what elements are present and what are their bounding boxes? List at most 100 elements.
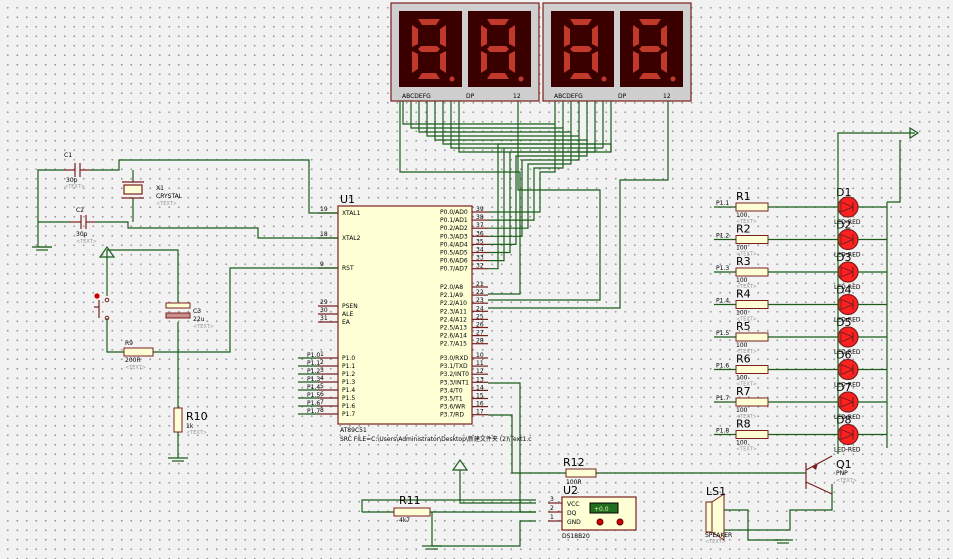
sensor-ref: U2 [563, 484, 578, 497]
resistor-r10[interactable]: R10 1k <TEXT> [173, 407, 208, 436]
mcu-pin-name: ALE [342, 311, 353, 318]
p1-net-label: P1.7 [307, 408, 320, 415]
mcu-pin-name: P2.4/A12 [440, 316, 467, 323]
transistor-q1[interactable]: Q1 PNP <TEXT> [805, 455, 857, 495]
capacitor-c3[interactable]: C3 22u <TEXT> [165, 302, 214, 330]
p1-net-label: P1.5 [307, 392, 320, 399]
mcu-pin-name: P2.6/A14 [440, 333, 467, 340]
mcu-pin-num: 34 [476, 247, 484, 254]
c3-tag: <TEXT> [193, 324, 214, 330]
mcu-pin-name: P3.1/TXD [440, 363, 468, 370]
resistor-r11[interactable]: R11 4k7 [393, 494, 431, 524]
mcu-pin-num: 31 [320, 315, 328, 322]
mcu-pin-num: 25 [476, 313, 484, 320]
ls1-ref: LS1 [706, 485, 726, 498]
mcu-pin-num: 26 [476, 322, 484, 329]
mcu-pin-num: 18 [320, 231, 328, 238]
mcu-pin-num: 16 [476, 401, 484, 408]
capacitor-c2[interactable]: C2 30p <TEXT> [70, 207, 97, 245]
mcu-pin-name: P2.1/A9 [440, 292, 463, 299]
mcu-pin-num: 28 [476, 338, 484, 345]
mcu-at89c51[interactable]: 19XTAL118XTAL29RST29PSEN30ALE31EA1P1.02P… [318, 193, 532, 443]
mcu-pin-num: 39 [476, 206, 484, 213]
resistor-ref: R7 [736, 385, 751, 398]
capacitor-c1[interactable]: C1 30p <TEXT> [64, 152, 91, 190]
mcu-pin-name: P1.5 [342, 395, 355, 402]
ls1-tag: <TEXT> [705, 539, 726, 545]
reset-circuit [106, 249, 338, 458]
led-value: LED-RED [834, 382, 861, 389]
mcu-pin-num: 33 [476, 255, 484, 262]
mcu-pin-name: P2.2/A10 [440, 300, 467, 307]
resistor-value: 100 [736, 245, 748, 252]
mcu-pin-name: XTAL2 [342, 235, 361, 242]
led-net-label: P1.6 [716, 363, 729, 370]
resistor-value: 100 [736, 277, 748, 284]
mcu-pin-name: P1.4 [342, 387, 355, 394]
led-net-label: P1.3 [716, 265, 729, 272]
mcu-pin-name: P2.0/A8 [440, 284, 463, 291]
vcc-terminal-reset [98, 245, 116, 258]
mcu-pin-num: 24 [476, 305, 484, 312]
mcu-part: AT89C51 [340, 427, 367, 434]
mcu-pin-name: P3.2/INT0 [440, 371, 469, 378]
q1-ref: Q1 [836, 458, 852, 471]
mcu-pin-name: P0.4/AD4 [440, 241, 468, 248]
resistor-ref: R5 [736, 320, 751, 333]
mcu-pin-name: P2.5/A13 [440, 325, 467, 332]
mcu-pin-name: P3.4/T0 [440, 387, 463, 394]
c1-ref: C1 [64, 152, 72, 159]
r12-value: 100R [566, 479, 582, 486]
sensor-pin-gnd: GND [567, 519, 581, 526]
resistor-ref: R4 [736, 288, 751, 301]
mcu-pin-name: P0.5/AD5 [440, 250, 468, 257]
resistor-tag: <TEXT> [736, 219, 757, 225]
x1-ref: X1 [156, 185, 164, 192]
sensor-wiring [361, 382, 536, 547]
sensor-pin-dq: DQ [567, 510, 577, 517]
mcu-pin-name: P1.7 [342, 411, 355, 418]
mcu-pin-name: P0.2/AD2 [440, 225, 468, 232]
sensor-pin-num-2: 2 [550, 505, 554, 512]
resistor-ref: R6 [736, 353, 751, 366]
resistor-r9[interactable]: R9 200R <TEXT> [123, 340, 154, 371]
sensor-ds18b20[interactable]: +0.0 VCC DQ GND 3 2 1 U2 DS18B20 [548, 484, 637, 540]
mcu-pin-num: 7 [320, 399, 324, 406]
seven-segment-display-right[interactable]: ABCDEFG DP 12 [542, 2, 692, 102]
mcu-pin-num: 5 [320, 383, 324, 390]
sensor-pin-vcc: VCC [567, 501, 579, 508]
ground-symbol-speaker [773, 539, 793, 544]
display-left-dp-label: DP [466, 93, 475, 100]
resistor [735, 300, 769, 309]
mcu-pin-num: 22 [476, 289, 484, 296]
display-left-pins-label: ABCDEFG [402, 93, 431, 100]
led-net-label: P1.1 [716, 200, 729, 207]
led-value: LED-RED [834, 219, 861, 226]
resistor-ref: R8 [736, 418, 751, 431]
seven-segment-display-left[interactable]: ABCDEFG DP 12 [390, 2, 540, 102]
mcu-pin-num: 29 [320, 299, 328, 306]
resistor-r12[interactable]: R12 100R [563, 456, 597, 486]
ground-symbol-reset [168, 457, 188, 462]
r9-value: 200R [125, 357, 141, 364]
resistor-value: 100 [736, 212, 748, 219]
c3-value: 22u [193, 316, 205, 323]
mcu-pin-name: P0.3/AD3 [440, 233, 468, 240]
speaker-ls1[interactable]: LS1 SPEAKER <TEXT> [705, 485, 732, 545]
mcu-pin-name: P3.6/WR [440, 404, 465, 411]
mcu-pin-name: P2.7/A15 [440, 341, 467, 348]
mcu-pin-num: 9 [320, 261, 324, 268]
led-net-label: P1.7 [716, 395, 729, 402]
crystal-x1[interactable]: X1 CRYSTAL <TEXT> [122, 181, 183, 207]
reset-button[interactable] [94, 293, 110, 321]
resistor-tag: <TEXT> [736, 349, 757, 355]
